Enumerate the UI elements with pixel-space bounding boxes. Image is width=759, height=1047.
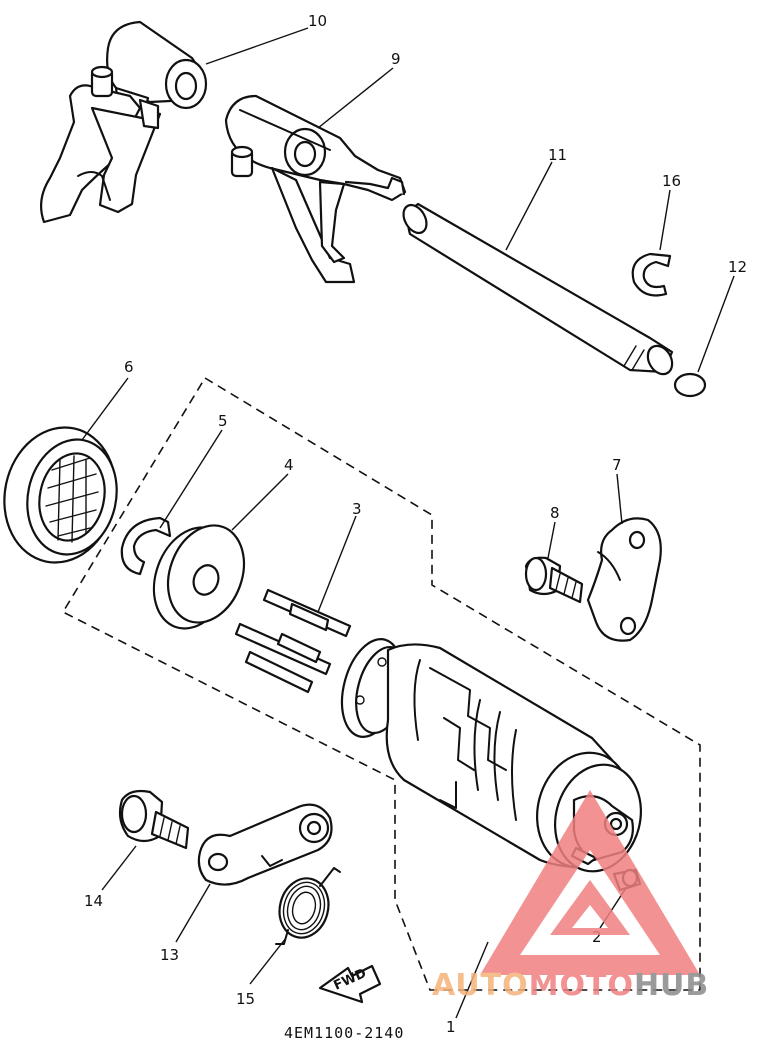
segment-plate-7 <box>586 517 662 642</box>
callout-11: 11 <box>548 146 567 164</box>
leader-lines <box>81 27 735 1019</box>
spring-15 <box>275 867 341 945</box>
diagram-part-code: 4EM1100-2140 <box>284 1024 404 1042</box>
pins-3 <box>234 588 352 694</box>
assembly-boundary <box>61 376 701 991</box>
callout-16: 16 <box>662 172 681 190</box>
stopper-lever-13 <box>197 803 333 886</box>
shift-fork-10 <box>39 20 208 224</box>
automotohub-watermark: AUTOMOTOHUB <box>432 790 709 1003</box>
watermark-inner-triangle-icon <box>550 880 630 935</box>
watermark-auto: AUTO <box>432 968 529 1003</box>
bolt-14 <box>118 789 190 850</box>
circlip-16 <box>631 252 672 297</box>
callout-6: 6 <box>124 358 134 376</box>
circlip-5 <box>120 516 172 576</box>
guide-bar-11 <box>402 202 674 376</box>
callout-3: 3 <box>352 500 362 518</box>
callout-4: 4 <box>284 456 294 474</box>
callout-14: 14 <box>84 892 103 910</box>
shift-fork-9 <box>224 94 407 284</box>
callout-8: 8 <box>550 504 560 522</box>
callout-10: 10 <box>308 12 327 30</box>
callout-5: 5 <box>218 412 228 430</box>
callout-7: 7 <box>612 456 622 474</box>
callout-labels: 10 9 11 16 12 6 5 4 3 8 7 2 1 14 13 15 <box>84 12 747 1036</box>
svg-text:AUTOMOTOHUB: AUTOMOTOHUB <box>432 968 709 1003</box>
callout-15: 15 <box>236 990 255 1008</box>
callout-2: 2 <box>592 928 602 946</box>
callout-1: 1 <box>446 1018 456 1036</box>
callout-12: 12 <box>728 258 747 276</box>
watermark-hub: HUB <box>634 968 709 1003</box>
bearing-6 <box>3 426 118 564</box>
watermark-triangle-icon <box>480 790 700 975</box>
washer-4 <box>152 524 246 630</box>
callout-9: 9 <box>391 50 401 68</box>
watermark-moto: MOTO <box>529 968 634 1003</box>
o-ring-12 <box>673 372 707 398</box>
bolt-8 <box>524 556 584 604</box>
callout-13: 13 <box>160 946 179 964</box>
forward-direction-arrow: FWD <box>318 964 382 1004</box>
